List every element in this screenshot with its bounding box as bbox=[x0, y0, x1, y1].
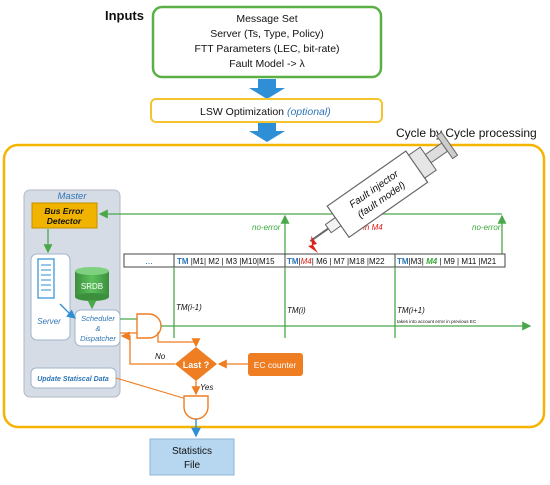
no-branch bbox=[120, 331, 175, 365]
update-label: Update Statiscal Data bbox=[37, 376, 109, 383]
timeline-seg-3 bbox=[394, 253, 506, 268]
statistics-line-1: Statistics bbox=[172, 446, 212, 457]
decision-diamond bbox=[175, 347, 217, 381]
server-label: Server bbox=[37, 317, 61, 326]
scheduler-line-2: & bbox=[95, 324, 100, 333]
inputs-title: Inputs bbox=[105, 8, 144, 23]
statistics-line-2: File bbox=[184, 460, 201, 471]
cycle-box bbox=[2, 143, 546, 429]
down-arrow-1 bbox=[249, 79, 285, 99]
timeline-ellipsis: ... bbox=[145, 256, 153, 266]
update-to-gate bbox=[115, 377, 191, 401]
inputs-line-1: Message Set bbox=[236, 13, 297, 25]
status-no-error-2: no-error bbox=[472, 223, 501, 232]
and-gate-2 bbox=[183, 395, 209, 420]
timeline-note: takes into account error in previous EC bbox=[397, 319, 477, 324]
status-no-error-1: no-error bbox=[252, 223, 281, 232]
tm-label-1: TM(i-1) bbox=[176, 303, 202, 312]
no-label: No bbox=[155, 352, 166, 361]
inputs-line-3: FTT Parameters (LEC, bit-rate) bbox=[194, 43, 339, 55]
timeline-seg-1-text: TM |M1| M2 | M3 |M10|M15 bbox=[177, 257, 275, 266]
statistics-file-box bbox=[149, 438, 235, 476]
timeline-seg-2-text: TM|M4| M6 | M7 |M18 |M22 bbox=[287, 257, 385, 266]
inputs-box bbox=[151, 5, 383, 79]
scheduler-line-1: Scheduler bbox=[81, 314, 115, 323]
ec-counter-label: EC counter bbox=[254, 360, 297, 370]
syringe-icon: Fault injector (fault model) bbox=[309, 131, 459, 243]
cycle-title: Cycle by Cycle processing bbox=[396, 126, 537, 140]
lsw-box bbox=[150, 98, 383, 123]
and-gate-1 bbox=[136, 313, 162, 339]
server-doc-icon bbox=[37, 258, 55, 299]
timeline-seg-3-text: TM|M3| M4 | M9 | M11 |M21 bbox=[397, 257, 497, 266]
inputs-line-4: Fault Model -> λ bbox=[229, 58, 305, 70]
decision-label: Last ? bbox=[183, 360, 210, 370]
tm-label-3: TM(i+1) bbox=[397, 306, 425, 315]
arrow-server-to-sched bbox=[59, 303, 77, 319]
inputs-line-2: Server (Ts, Type, Policy) bbox=[210, 28, 324, 40]
lsw-optional: (optional) bbox=[287, 106, 331, 118]
lsw-label: LSW Optimization (optional) bbox=[200, 106, 331, 118]
master-title: Master bbox=[57, 191, 87, 202]
bus-error-line-1: Bus Error bbox=[44, 206, 84, 216]
ec-counter-box bbox=[248, 353, 303, 376]
srdb-database-icon bbox=[75, 267, 109, 301]
lightning-icon bbox=[308, 236, 318, 253]
down-arrow-2 bbox=[249, 122, 285, 142]
gate-to-decision bbox=[157, 332, 201, 348]
yes-label: Yes bbox=[200, 383, 213, 392]
bus-error-detector bbox=[31, 202, 98, 229]
scheduler-line-3: Dispatcher bbox=[80, 334, 116, 343]
bus-error-line-2: Detector bbox=[47, 216, 82, 226]
scheduler-box bbox=[74, 309, 121, 347]
tm-label-2: TM(i) bbox=[287, 306, 306, 315]
srdb-label: SRDB bbox=[81, 282, 103, 291]
